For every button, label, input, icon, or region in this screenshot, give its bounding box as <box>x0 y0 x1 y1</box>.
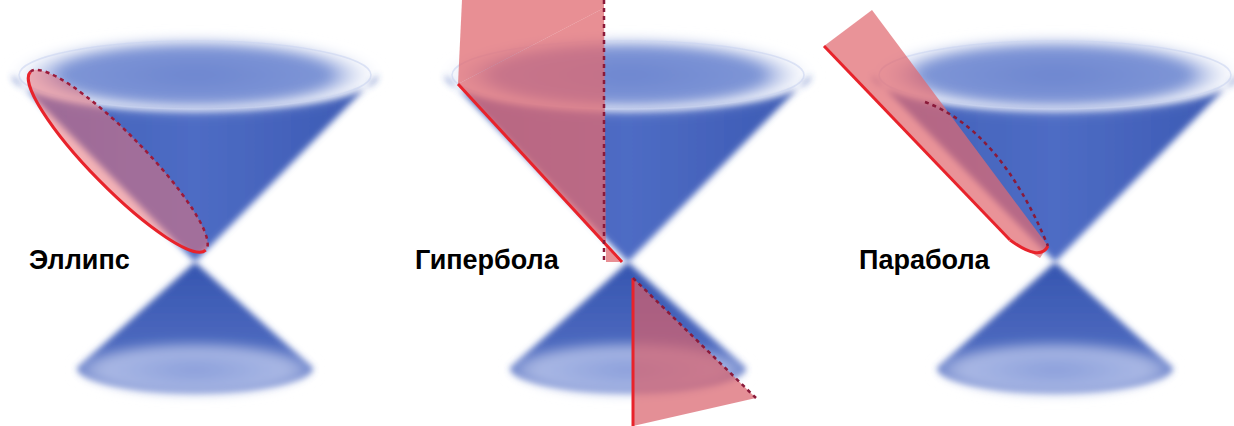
hyperbola-section <box>458 0 756 426</box>
ellipse-section <box>11 53 225 269</box>
section-label: Парабола <box>856 246 993 276</box>
parabola-section <box>824 10 1048 258</box>
section-label: Эллипс <box>26 246 133 276</box>
section-label: Гипербола <box>412 246 562 276</box>
